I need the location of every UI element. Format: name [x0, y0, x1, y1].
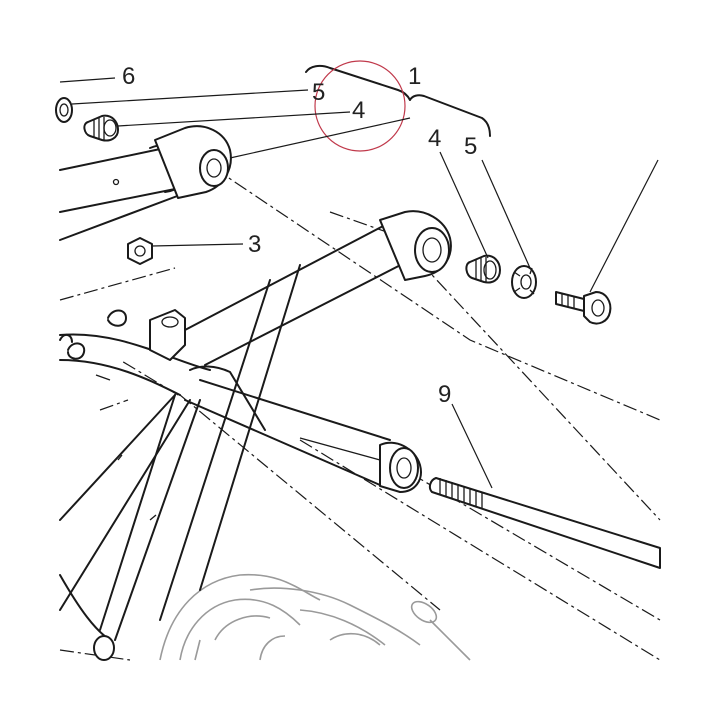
frame-upper-pivot-boss: [379, 210, 452, 281]
shaft-9: [428, 477, 661, 569]
assembly-centerlines: [59, 167, 661, 661]
nut-3: [127, 237, 153, 265]
bolt-right: [555, 291, 612, 325]
frame-crossmember: [59, 224, 421, 396]
bushing-4-right: [465, 254, 501, 284]
cable-clips: [59, 309, 127, 381]
callout-9: 9: [438, 381, 451, 408]
bushing-4-left: [83, 114, 119, 142]
frame-lower-tube: [184, 379, 422, 493]
callout-4-left: 4: [352, 97, 365, 124]
leader-lines: [59, 77, 659, 489]
callout-4-right: 4: [428, 125, 441, 152]
washer-5-right: [511, 265, 537, 299]
callout-1: 1: [408, 63, 421, 90]
highlight-circle: [314, 60, 406, 152]
callout-3: 3: [248, 231, 261, 258]
assembly-bracket-1: [305, 64, 491, 137]
frame-center-gusset: [149, 309, 266, 431]
engine-ghost-outline: [159, 573, 471, 661]
callout-5-right: 5: [464, 133, 477, 160]
frame-left-bushing: [55, 97, 73, 123]
callout-5-left: 5: [312, 79, 325, 106]
frame-down-tubes: [59, 264, 301, 661]
frame-upper-mount-lug: [154, 125, 232, 199]
callout-6: 6: [122, 63, 135, 90]
